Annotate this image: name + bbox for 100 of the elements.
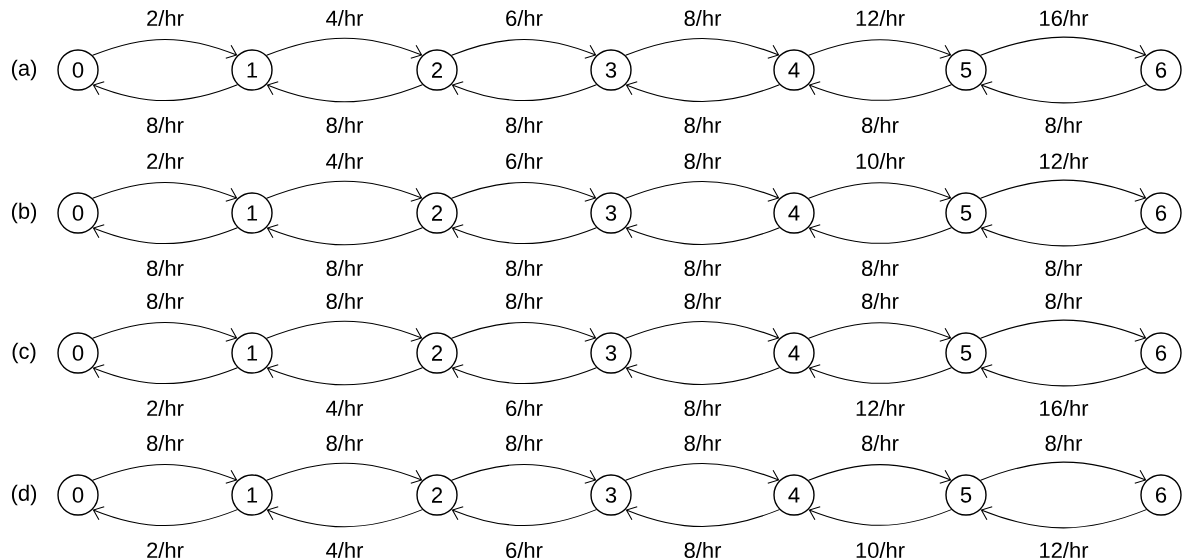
- arrow: [266, 462, 423, 484]
- arrow: [266, 81, 423, 103]
- arrow: [92, 81, 238, 102]
- arrow: [625, 320, 780, 342]
- edge-label: 8/hr: [1042, 291, 1085, 311]
- arrow: [451, 224, 597, 245]
- arrow: [808, 464, 952, 484]
- edge-label: 8/hr: [144, 433, 186, 453]
- edge-label: 12/hr: [1036, 540, 1091, 560]
- edge-label: 8/hr: [681, 540, 724, 560]
- row-label: (b): [11, 202, 37, 224]
- arrow: [451, 181, 597, 202]
- arrow: [625, 81, 780, 103]
- edge-label: 8/hr: [144, 115, 186, 135]
- arrow: [625, 462, 780, 484]
- edge-label: 4/hr: [323, 398, 366, 418]
- edge-label: 8/hr: [503, 115, 545, 135]
- arrow: [980, 36, 1147, 59]
- edge-label: 8/hr: [859, 258, 901, 278]
- edge-label: 8/hr: [503, 433, 545, 453]
- arrow: [625, 37, 780, 59]
- arrow: [266, 320, 423, 342]
- arrow: [92, 181, 238, 202]
- edge-label: 16/hr: [1036, 398, 1091, 418]
- edge-label: 8/hr: [681, 291, 724, 311]
- edge-label: 8/hr: [681, 258, 724, 278]
- arrow: [808, 224, 952, 244]
- arrow: [980, 506, 1147, 529]
- arrow: [808, 506, 952, 526]
- row-label: (a): [11, 59, 37, 81]
- arrow: [451, 364, 597, 385]
- edge-label: 10/hr: [853, 540, 907, 560]
- arrow: [808, 182, 952, 202]
- arrow: [266, 37, 423, 59]
- edge-label: 2/hr: [144, 540, 186, 560]
- edge-label: 2/hr: [144, 8, 186, 28]
- edge-label: 10/hr: [853, 151, 907, 171]
- arrow: [92, 321, 238, 342]
- arrow: [808, 322, 952, 342]
- edge-label: 8/hr: [681, 151, 724, 171]
- arrow: [451, 321, 597, 342]
- arrow: [451, 81, 597, 102]
- edge-label: 8/hr: [144, 258, 186, 278]
- edge-label: 8/hr: [681, 115, 724, 135]
- edge-label: 8/hr: [323, 433, 366, 453]
- edge-label: 4/hr: [323, 8, 366, 28]
- arrow: [980, 224, 1147, 247]
- arrow: [92, 506, 238, 527]
- edge-label: 8/hr: [503, 258, 545, 278]
- arrow: [625, 506, 780, 528]
- edge-label: 6/hr: [503, 398, 545, 418]
- arrow: [92, 463, 238, 484]
- edge-label: 8/hr: [323, 258, 366, 278]
- arrow: [808, 364, 952, 384]
- arrow: [980, 364, 1147, 387]
- edge-label: 12/hr: [853, 398, 907, 418]
- arrow: [266, 364, 423, 386]
- row-label: (d): [11, 484, 37, 506]
- edge-label: 16/hr: [1036, 8, 1091, 28]
- edge-label: 6/hr: [503, 151, 545, 171]
- arrow: [451, 463, 597, 484]
- arrow: [92, 364, 238, 385]
- edge-label: 6/hr: [503, 8, 545, 28]
- arrow: [625, 180, 780, 202]
- arrow: [266, 180, 423, 202]
- edge-label: 8/hr: [1042, 433, 1085, 453]
- edge-label: 8/hr: [323, 291, 366, 311]
- arrow: [451, 38, 597, 59]
- edge-label: 8/hr: [859, 115, 901, 135]
- arrow: [980, 461, 1147, 484]
- arrow: [625, 224, 780, 246]
- arrow: [808, 81, 952, 101]
- edge-label: 8/hr: [144, 291, 186, 311]
- edge-label: 6/hr: [503, 540, 545, 560]
- arrow: [92, 224, 238, 245]
- edge-label: 8/hr: [859, 433, 901, 453]
- arrow: [266, 506, 423, 528]
- arrow: [980, 319, 1147, 342]
- edge-label: 8/hr: [323, 115, 366, 135]
- edge-label: 8/hr: [1042, 115, 1085, 135]
- arrow: [808, 39, 952, 59]
- arrow: [451, 506, 597, 527]
- edge-label: 8/hr: [681, 398, 724, 418]
- row-label: (c): [12, 342, 36, 364]
- arrow: [980, 179, 1147, 202]
- arrow: [625, 364, 780, 386]
- arrow: [980, 81, 1147, 104]
- arrow: [92, 38, 238, 59]
- edge-label: 8/hr: [681, 8, 724, 28]
- edge-label: 2/hr: [144, 151, 186, 171]
- edge-label: 8/hr: [503, 291, 545, 311]
- edge-label: 8/hr: [859, 291, 901, 311]
- edge-label: 4/hr: [323, 540, 366, 560]
- edge-label: 12/hr: [1036, 151, 1091, 171]
- edge-label: 2/hr: [144, 398, 186, 418]
- edge-label: 12/hr: [853, 8, 907, 28]
- edge-label: 8/hr: [1042, 258, 1085, 278]
- edge-label: 4/hr: [323, 151, 366, 171]
- arrow: [266, 224, 423, 246]
- edge-label: 8/hr: [681, 433, 724, 453]
